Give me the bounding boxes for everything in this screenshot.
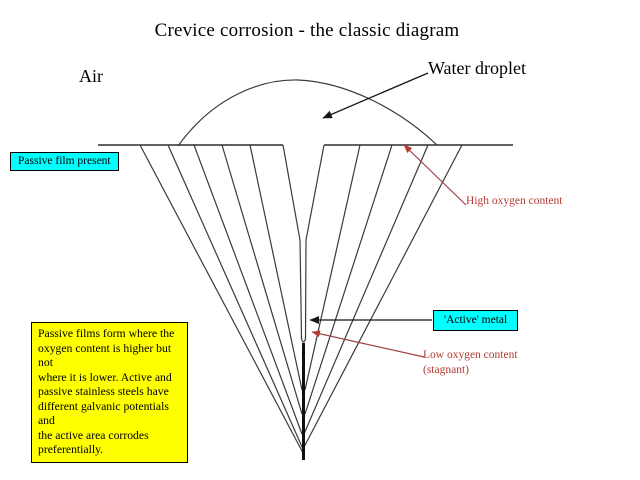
crevice-slot xyxy=(282,144,325,343)
high-oxygen-arrow xyxy=(403,144,467,206)
note-line: Passive films form where the xyxy=(38,327,175,340)
low-oxygen-label: Low oxygen content (stagnant) xyxy=(423,348,518,378)
high-oxygen-label: High oxygen content xyxy=(466,195,563,207)
low-oxygen-arrow xyxy=(311,330,425,358)
page-title: Crevice corrosion - the classic diagram xyxy=(154,20,460,41)
note-line: preferentially. xyxy=(38,443,104,456)
low-oxygen-line: Low oxygen content xyxy=(423,349,518,361)
note-line: different galvanic potentials and xyxy=(38,399,169,428)
water-droplet-arrow xyxy=(322,72,429,119)
water-droplet-label: Water droplet xyxy=(428,58,527,78)
active-metal-badge: 'Active' metal xyxy=(433,310,519,331)
low-oxygen-line: (stagnant) xyxy=(423,364,469,376)
water-droplet-outline xyxy=(177,79,438,147)
note-line: the active area corrodes xyxy=(38,428,149,442)
passive-film-badge: Passive film present xyxy=(10,152,119,171)
note-line: where it is lower. Active and xyxy=(38,370,172,384)
note-line: passive stainless steels have xyxy=(38,385,169,398)
note-box: Passive films form where the oxygen cont… xyxy=(31,322,188,463)
note-line: oxygen content is higher but not xyxy=(38,341,172,370)
air-label: Air xyxy=(79,66,103,86)
crevice-v-lines xyxy=(139,144,463,453)
